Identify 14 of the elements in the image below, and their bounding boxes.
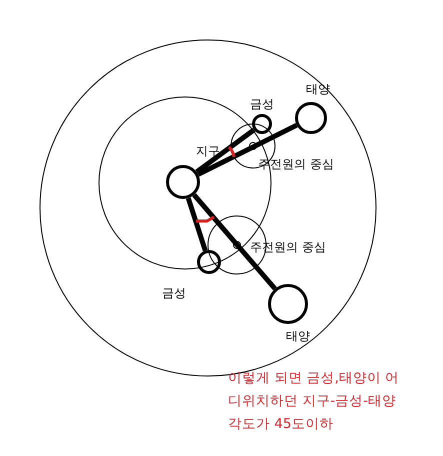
center-point [249,142,257,150]
body-label: 태양 [286,329,310,343]
line [195,128,256,174]
line [186,197,208,252]
circle-marker [252,114,272,134]
circle-marker [166,165,200,199]
note-text: 이렇게 되면 금성,태양이 어디위치하던 지구-금성-태양 각도가 45도이하 [228,369,400,434]
body-label: 지구 [196,144,220,158]
center-point [233,241,241,249]
circle-marker [295,102,327,134]
body-label: 금성 [162,286,186,300]
body-label: 금성 [250,97,274,111]
circle-marker [197,250,221,274]
circle-marker [268,284,308,324]
